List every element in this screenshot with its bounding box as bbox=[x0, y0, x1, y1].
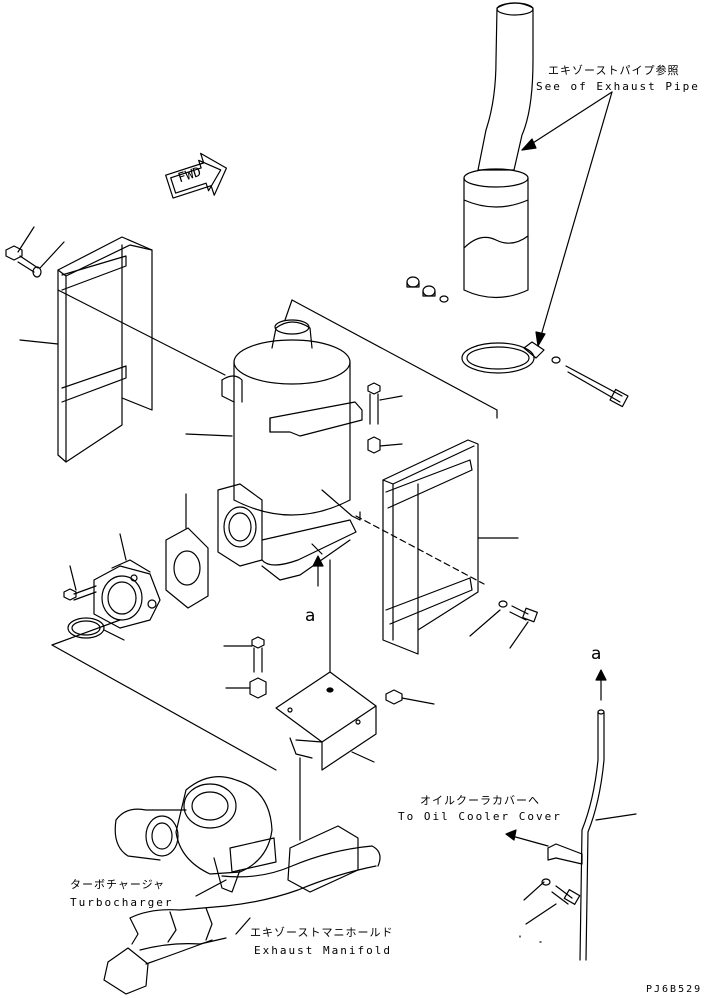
ref-a-center: a bbox=[305, 606, 316, 626]
turbo-flange bbox=[93, 559, 161, 629]
turbo-label-jp: ターボチャージャ bbox=[70, 878, 166, 891]
oil-cooler-label-en: To Oil Cooler Cover bbox=[398, 810, 562, 823]
bracket-nut bbox=[385, 689, 403, 705]
manifold-label-en: Exhaust Manifold bbox=[254, 944, 392, 957]
gasket-plate bbox=[165, 527, 209, 609]
left-cover bbox=[57, 236, 153, 463]
oil-cooler-pipe bbox=[547, 709, 605, 961]
exhaust-pipe-label-en: See of Exhaust Pipe bbox=[536, 80, 700, 93]
ref-a-right: a bbox=[591, 644, 602, 664]
turbocharger bbox=[114, 776, 273, 893]
lower-bolt bbox=[249, 636, 267, 699]
right-cover bbox=[382, 439, 479, 655]
muffler bbox=[217, 319, 363, 581]
flange-bolt bbox=[63, 585, 97, 601]
oil-cooler-label-jp: オイルクーラカバーへ bbox=[420, 794, 540, 807]
turbo-label-en: Turbocharger bbox=[70, 896, 174, 909]
ring-gasket bbox=[67, 617, 105, 639]
leader-lines bbox=[17, 226, 637, 925]
exhaust-manifold bbox=[103, 825, 381, 995]
clamp-assembly bbox=[406, 276, 629, 408]
mount-bolt bbox=[367, 382, 381, 454]
fwd-arrow bbox=[165, 152, 228, 199]
cooler-bolt bbox=[541, 878, 581, 905]
exhaust-pipe-label-jp: エキゾーストパイプ参照 bbox=[548, 64, 680, 77]
support-bracket bbox=[275, 671, 377, 771]
drawing-code: PJ6B529 bbox=[646, 984, 703, 995]
left-bolt bbox=[5, 245, 42, 278]
manifold-label-jp: エキゾーストマニホールド bbox=[250, 926, 394, 939]
cover-bolt bbox=[498, 600, 538, 623]
exhaust-pipe bbox=[463, 2, 534, 299]
